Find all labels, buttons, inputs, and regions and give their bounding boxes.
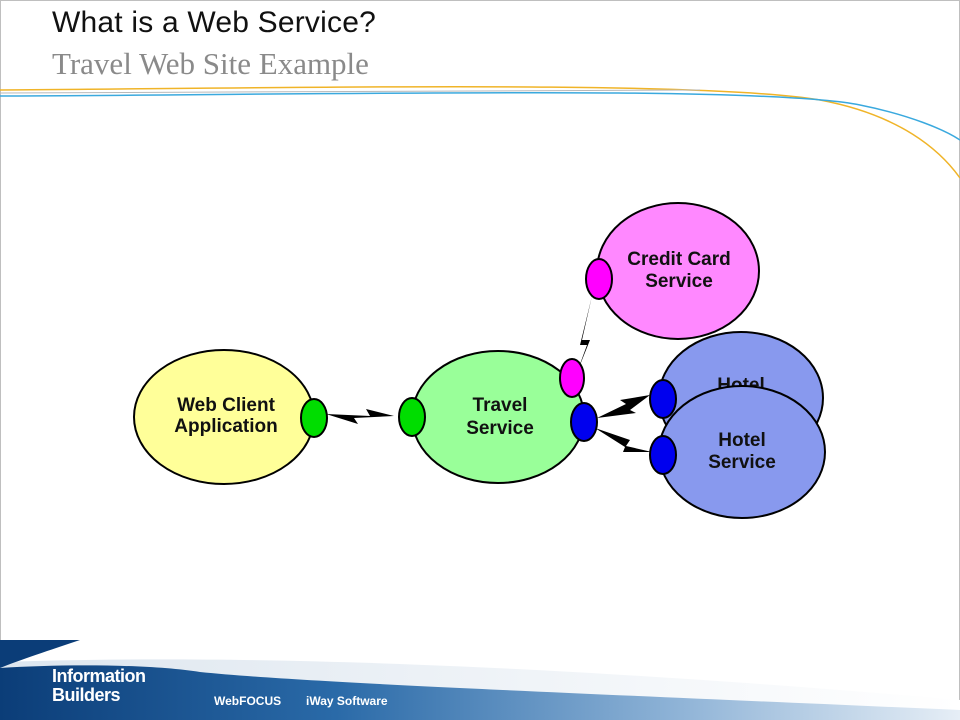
travel-service-node: Travel Service [411, 350, 585, 484]
travel-label-line2: Service [466, 418, 534, 439]
hotel-port [649, 435, 677, 475]
travel-credit-port [559, 358, 585, 398]
credit-card-service-node: Credit Card Service [596, 202, 760, 340]
credit-card-label-line2: Service [645, 271, 713, 292]
web-client-node: Web Client Application [133, 349, 315, 485]
hotel-label-line2: Service [708, 452, 776, 473]
product-webfocus: WebFOCUS [214, 694, 282, 708]
web-client-label-line1: Web Client [177, 395, 275, 416]
footer-band [0, 640, 960, 720]
credit-card-label-line1: Credit Card [627, 249, 730, 270]
web-client-port [300, 398, 328, 438]
hotel-service-node: Hotel Service [658, 385, 826, 519]
travel-to-hotel-service-link [595, 428, 652, 452]
hotel-label-line1: Hotel [718, 430, 766, 451]
product-iway: iWay Software [306, 694, 388, 708]
company-logo: Information Builders [52, 667, 146, 705]
travel-label-line1: Travel [473, 395, 528, 416]
web-client-to-travel-link [326, 409, 394, 424]
travel-client-port [398, 397, 426, 437]
credit-card-port [585, 258, 613, 300]
hotel-back-port [649, 379, 677, 419]
web-client-label-line2: Application [174, 416, 277, 437]
slide-subtitle: Travel Web Site Example [52, 46, 369, 81]
travel-hotel-port [570, 402, 598, 442]
logo-line1: Information [52, 666, 146, 686]
travel-to-hotel-link [597, 395, 650, 418]
header-swoosh [0, 85, 960, 179]
logo-line2: Builders [52, 685, 121, 705]
slide-title: What is a Web Service? [52, 6, 376, 39]
